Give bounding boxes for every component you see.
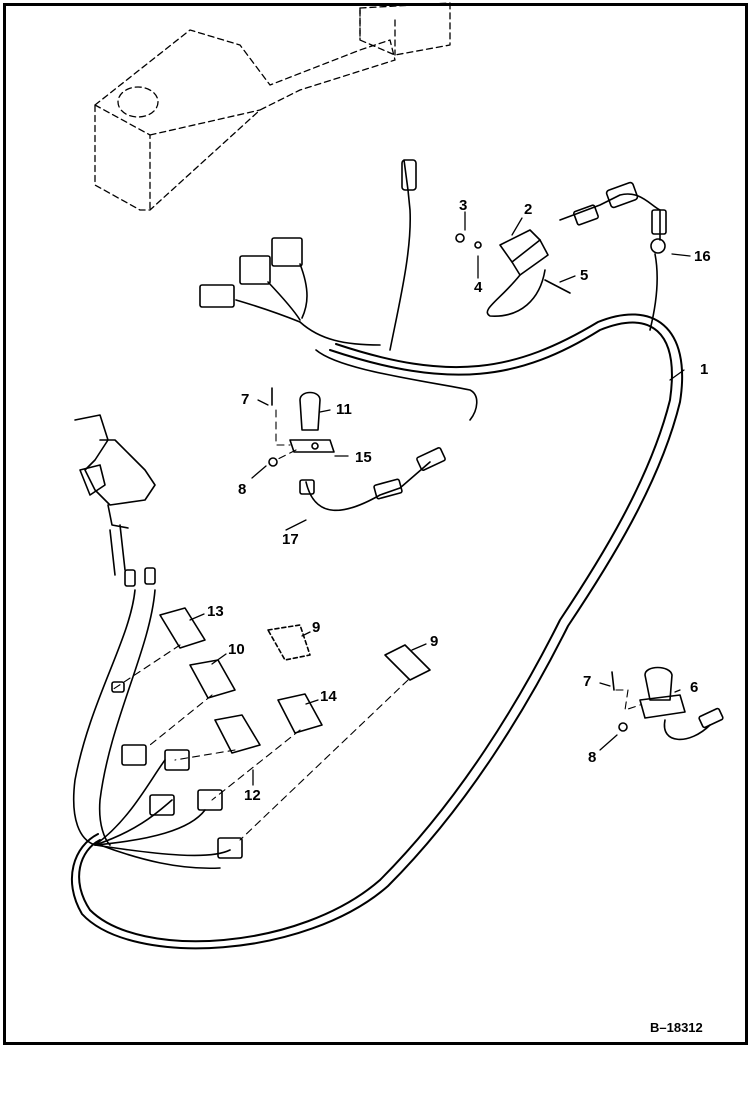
callout-9-right: 9	[430, 633, 438, 650]
console-ghost	[94, 2, 451, 211]
callout-6: 6	[690, 679, 698, 696]
diagram-frame	[3, 3, 748, 1045]
callout-5: 5	[580, 267, 588, 284]
callout-1: 1	[700, 361, 708, 378]
upper-connectors	[199, 159, 478, 421]
callout-13: 13	[207, 603, 224, 620]
callout-11: 11	[336, 401, 352, 418]
sensor-bracket-group	[268, 387, 446, 512]
callout-labels: 1 2 3 4 5 6 7 7 8 8 9 9 10 11 12 13 14 1…	[207, 197, 711, 804]
callout-10: 10	[228, 641, 245, 658]
callout-4: 4	[474, 279, 483, 296]
callout-17: 17	[282, 531, 299, 548]
callout-8-lower: 8	[588, 749, 596, 766]
switch-panel-items	[159, 607, 431, 754]
callout-7-upper: 7	[241, 391, 249, 408]
dashed-leaders	[111, 409, 641, 841]
callout-8-upper: 8	[238, 481, 246, 498]
callout-7-lower: 7	[583, 673, 591, 690]
callout-15: 15	[355, 449, 372, 466]
callout-3: 3	[459, 197, 467, 214]
callout-9-left: 9	[312, 619, 320, 636]
callout-12: 12	[244, 787, 261, 804]
switch-assembly	[455, 181, 667, 331]
joystick-handle	[74, 414, 156, 587]
callout-2: 2	[524, 201, 532, 218]
callout-14: 14	[320, 688, 337, 705]
lower-harness-fan	[72, 589, 243, 870]
callout-16: 16	[694, 248, 711, 265]
panel-switch-assembly	[611, 666, 724, 741]
figure-number: B–18312	[650, 1020, 703, 1035]
callout-leaders	[189, 211, 691, 786]
main-harness-loop	[70, 313, 684, 950]
